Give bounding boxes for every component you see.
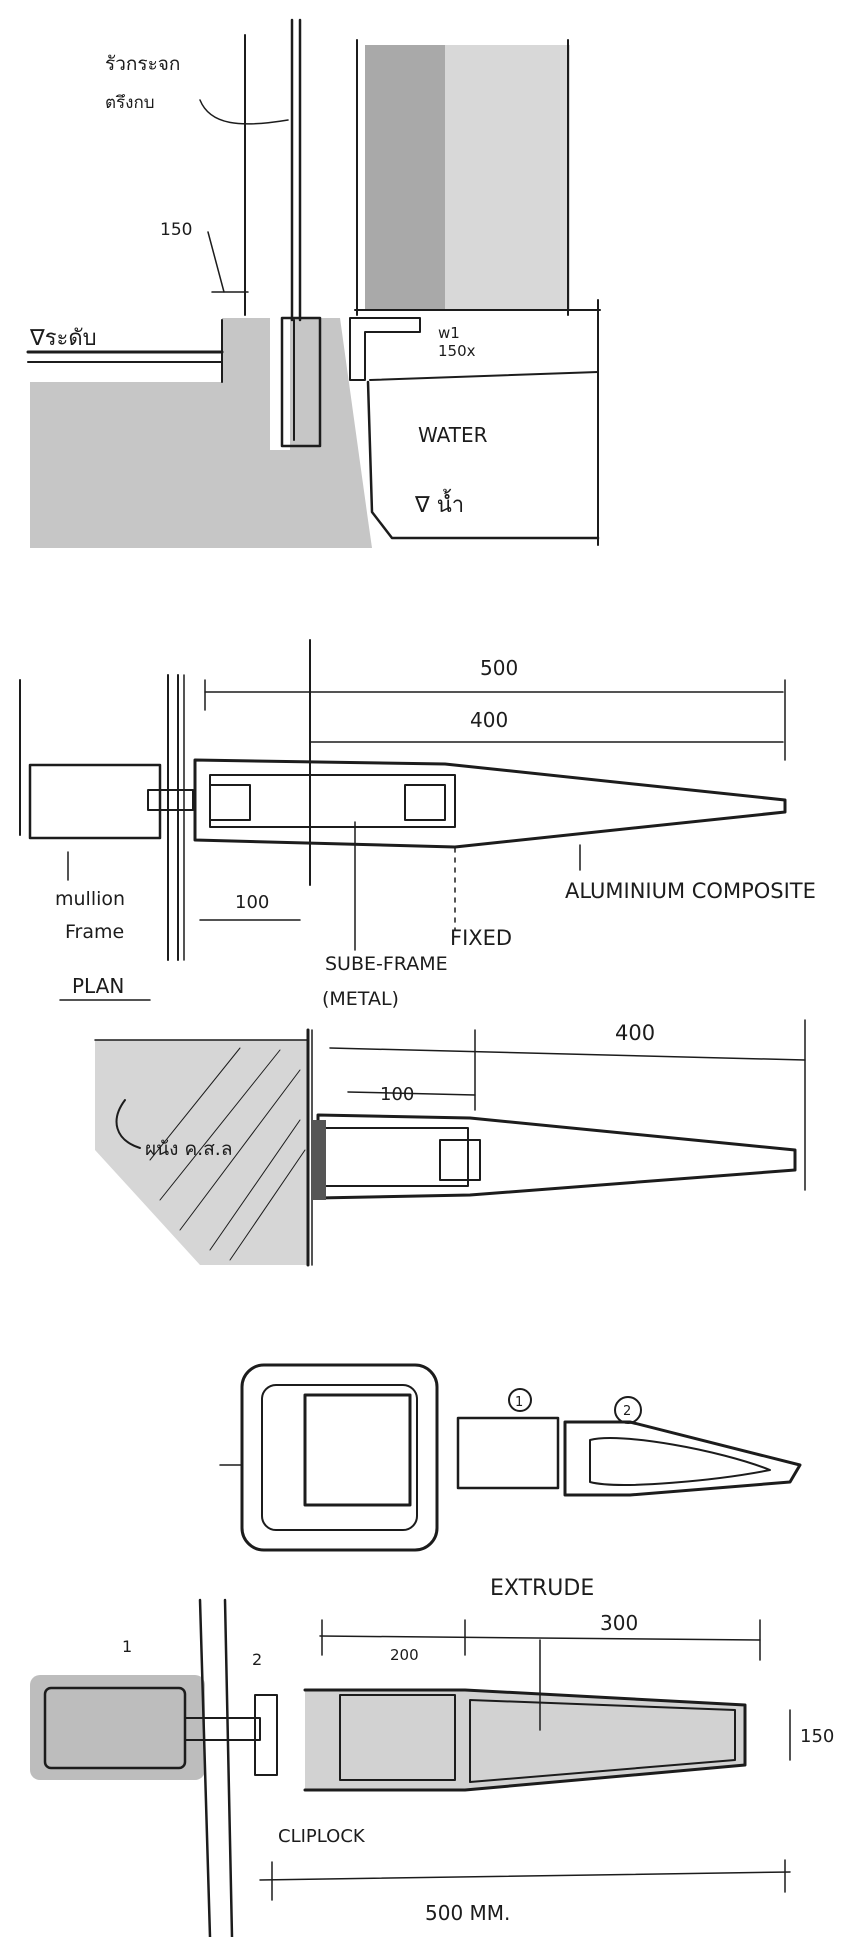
label-leader: [199, 99, 289, 125]
dim-300-text: 300: [600, 1611, 638, 1635]
dim-100-text-2: 100: [380, 1084, 414, 1105]
concrete-wall-fill: [95, 1040, 308, 1265]
dim-150-text-5: 150: [800, 1726, 834, 1747]
bubble-2: 2: [623, 1404, 631, 1419]
fin-outline-5: [303, 1688, 747, 1792]
dim-leader: [207, 231, 225, 293]
dim-150-label: 150: [160, 220, 192, 240]
wall-panel-dark: [365, 45, 445, 310]
cliplock-label: CLIPLOCK: [278, 1826, 366, 1847]
clip-section: [456, 1416, 560, 1490]
frame-label: Frame: [65, 921, 124, 943]
note-right-2: 150x: [438, 342, 476, 360]
sketch-plan-fin: 500 400 100 ALUMINIUM COMPOSITE mullion …: [19, 639, 816, 1010]
fin-cell-1: [339, 1694, 456, 1781]
sketch-extrusion-detail: 1 2: [219, 1363, 802, 1552]
label-thai-top2: ตรึงกบ: [105, 93, 155, 113]
sketch-fin-cliplock: EXTRUDE 300 200 150 1 2 CLIPLOCK 500 MM.: [30, 1576, 834, 1937]
fin-cell-2: [469, 1699, 736, 1783]
bubble-1-circle: [508, 1388, 532, 1412]
subframe-block-1: [209, 784, 251, 821]
dim-400-text-2: 400: [615, 1021, 655, 1045]
glass-line-5a: [198, 1598, 212, 1937]
dim-top-line: [319, 1635, 761, 1641]
fixed-label: FIXED: [450, 926, 512, 950]
extrude-label: EXTRUDE: [490, 1576, 594, 1601]
dim-500-text: 500: [480, 656, 518, 680]
fin-profile: [193, 758, 787, 849]
subframe-metal-label: (METAL): [322, 988, 399, 1010]
dim-400-line-2: [329, 1047, 806, 1061]
inner-box: [261, 1384, 418, 1531]
wall-panel-light: [445, 45, 570, 310]
water-surface: [369, 371, 599, 381]
wall-note: ผนัง ค.ส.ล: [145, 1138, 232, 1160]
anchor-plate: [312, 1120, 326, 1200]
subframe-block-3: [439, 1139, 481, 1181]
bolt-assembly: [184, 1717, 261, 1741]
bubble-2-circle: [614, 1396, 642, 1424]
plan-label: PLAN: [72, 974, 124, 998]
dim-100-text: 100: [235, 892, 269, 913]
angle-bracket: [349, 317, 421, 381]
wall-hatch: [149, 1047, 306, 1261]
level-left-label: ∇ระดับ: [29, 326, 97, 351]
subframe-block-2: [404, 784, 446, 821]
level-water-label: ∇ น้ำ: [414, 489, 464, 518]
note-right-1: w1: [438, 324, 460, 342]
mullion-label: mullion: [55, 888, 125, 910]
dim-500mm-text: 500 MM.: [425, 1901, 510, 1925]
water-label: WATER: [418, 423, 488, 447]
mullion-frame: [28, 763, 162, 840]
wall-note-arrow: [115, 1099, 141, 1149]
label-1: 1: [122, 1637, 132, 1656]
label-2: 2: [252, 1650, 262, 1669]
basin-edge: [366, 380, 600, 540]
ground-fill: [30, 318, 372, 548]
post-pocket: [280, 316, 322, 448]
glass-line-5b: [223, 1598, 234, 1937]
dim-100-line-2: [347, 1091, 476, 1096]
clip-plate: [254, 1694, 278, 1776]
dim-400-text: 400: [470, 708, 508, 732]
outer-box: [240, 1363, 439, 1552]
fin-shadow: [305, 1690, 745, 1790]
subframe-label: SUBE-FRAME: [325, 953, 448, 975]
label-thai-top1: รัวกระจก: [105, 53, 180, 75]
mullion-shadow: [30, 1675, 205, 1780]
fin-void: [589, 1437, 771, 1486]
sketch-fin-on-wall: 400 100 ผนัง ค.ส.ล: [94, 1019, 806, 1267]
dim-200-text: 200: [390, 1646, 419, 1664]
dim-500-line-5: [259, 1871, 791, 1881]
aluminium-label: ALUMINIUM COMPOSITE: [565, 879, 816, 903]
core-box: [303, 1393, 412, 1507]
sketch-section-water: รัวกระจก ตรึงกบ 150 ∇ระดับ w1 150x WATER…: [26, 18, 601, 548]
bubble-1: 1: [515, 1395, 523, 1410]
subframe-box-2: [317, 1127, 469, 1187]
clip-bolt: [147, 789, 194, 811]
